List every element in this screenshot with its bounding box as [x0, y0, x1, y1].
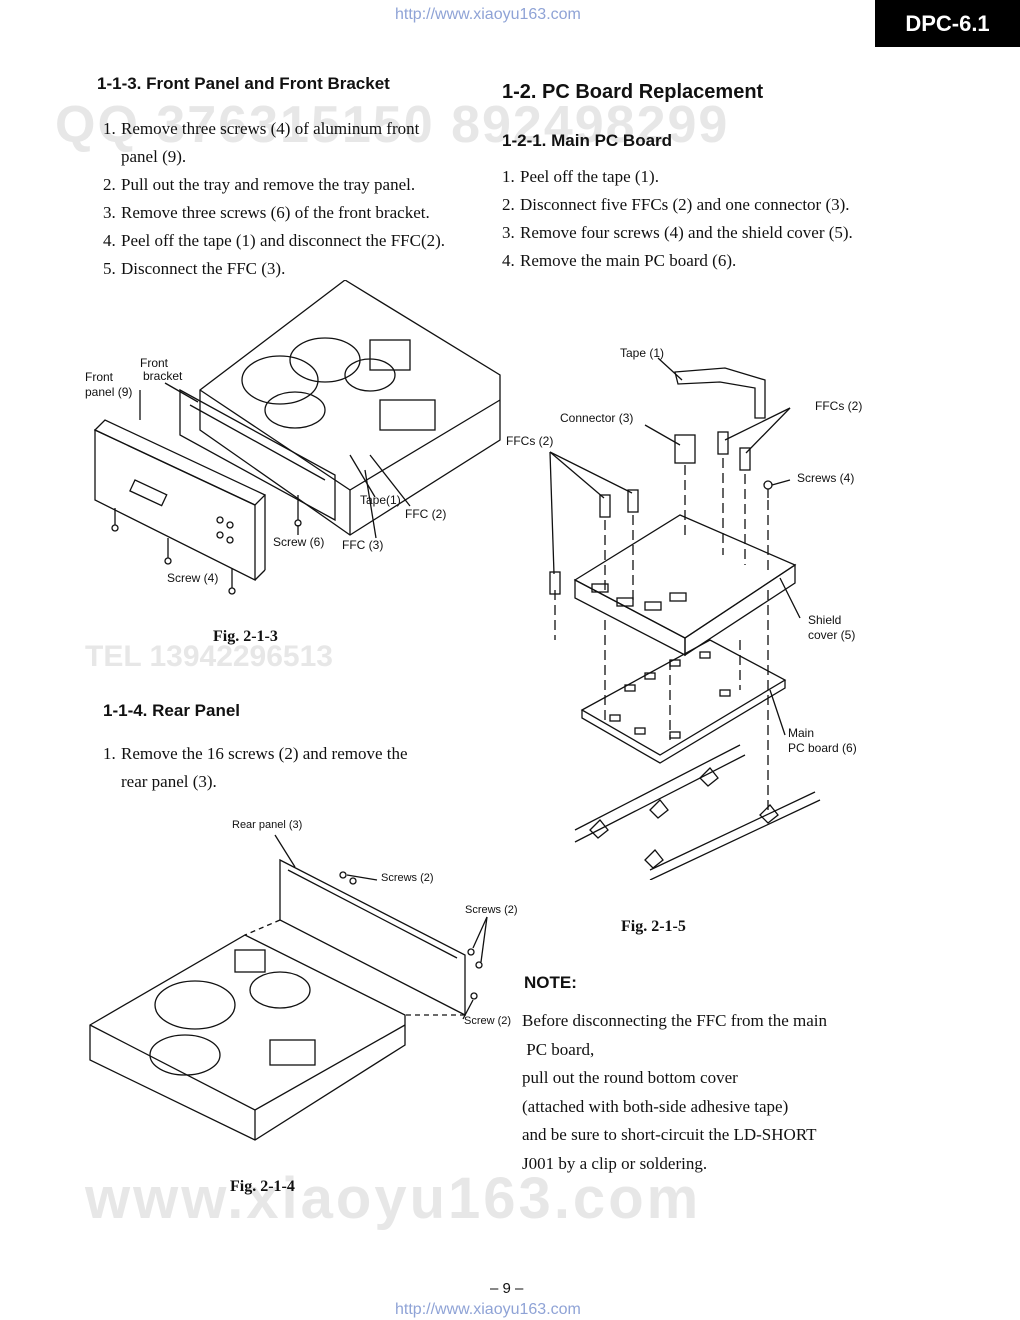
model-badge: DPC-6.1 — [875, 0, 1020, 47]
label-front-panel-2: panel (9) — [85, 385, 132, 399]
label-front-bracket-1: Front — [140, 356, 169, 370]
label-shield-2: cover (5) — [808, 628, 855, 642]
figure-main-pc-board-diagram: Tape (1) Connector (3) FFCs (2) FFCs (2)… — [506, 346, 862, 880]
watermark-qq: QQ 376315150 892498299 — [55, 96, 730, 154]
step-item-cont: rear panel (3). — [121, 772, 217, 791]
step-item: 2.Pull out the tray and remove the tray … — [103, 175, 416, 194]
note-line: PC board, — [522, 1039, 595, 1059]
label-screws-2a: Screws (2) — [381, 872, 434, 884]
note-line: Before disconnecting the FFC from the ma… — [522, 1011, 827, 1030]
label-ffc-3: FFC (3) — [342, 538, 383, 552]
step-item: 5.Disconnect the FFC (3). — [103, 259, 286, 278]
note-line: pull out the round bottom cover — [522, 1068, 738, 1087]
header-url[interactable]: http://www.xiaoyu163.com — [395, 6, 581, 23]
footer-url[interactable]: http://www.xiaoyu163.com — [395, 1301, 581, 1318]
label-tape: Tape(1) — [360, 493, 401, 507]
note-line: and be sure to short-circuit the LD-SHOR… — [522, 1125, 817, 1144]
steps-rear-panel: 1.Remove the 16 screws (2) and remove th… — [103, 740, 503, 796]
step-item-cont: panel (9). — [121, 147, 187, 166]
step-item: 2.Disconnect five FFCs (2) and one conne… — [502, 195, 850, 214]
note-body: Before disconnecting the FFC from the ma… — [522, 1007, 922, 1178]
section-title-pc-board: 1-2. PC Board Replacement — [502, 81, 764, 103]
watermark-site: www.xiaoyu163.com — [85, 1166, 702, 1231]
note-line: (attached with both-side adhesive tape) — [522, 1096, 789, 1116]
label-front-bracket-2: bracket — [143, 369, 183, 383]
section-title-main-pc-board: 1-2-1. Main PC Board — [502, 131, 673, 150]
steps-front-panel: 1.Remove three screws (4) of aluminum fr… — [103, 115, 498, 283]
label-screw-2c: Screw (2) — [464, 1015, 511, 1027]
section-title-front-panel: 1-1-3. Front Panel and Front Bracket — [97, 74, 390, 93]
step-item: 3.Remove four screws (4) and the shield … — [502, 223, 853, 242]
section-title-rear-panel: 1-1-4. Rear Panel — [103, 701, 241, 720]
label-main-2: PC board (6) — [788, 741, 857, 755]
label-front-panel-1: Front — [85, 370, 114, 384]
figure-rear-panel-diagram: Rear panel (3) Screws (2) Screws (2) Scr… — [89, 819, 518, 1141]
step-item: 1.Peel off the tape (1). — [502, 167, 659, 186]
page-number: – 9 – — [490, 1280, 524, 1297]
label-tape-1: Tape (1) — [620, 346, 664, 360]
note-title: NOTE: — [524, 973, 577, 992]
caption-fig-2-1-4: Fig. 2-1-4 — [230, 1178, 295, 1195]
label-screw-6: Screw (6) — [273, 535, 324, 549]
step-item: 3.Remove three screws (6) of the front b… — [103, 203, 430, 222]
watermark-tel: TEL 13942296513 — [85, 640, 333, 673]
figure-front-panel-diagram: Front panel (9) Front bracket Tape(1) FF… — [85, 280, 501, 595]
steps-main-pc-board: 1.Peel off the tape (1). 2.Disconnect fi… — [502, 163, 922, 275]
label-ffcs-2-right: FFCs (2) — [815, 399, 862, 413]
label-screws-4: Screws (4) — [797, 471, 854, 485]
label-ffc-2: FFC (2) — [405, 507, 446, 521]
step-item: 1.Remove the 16 screws (2) and remove th… — [103, 744, 408, 763]
label-screw-4: Screw (4) — [167, 571, 218, 585]
label-shield-1: Shield — [808, 613, 841, 627]
step-item: 4.Remove the main PC board (6). — [502, 251, 737, 270]
caption-fig-2-1-5: Fig. 2-1-5 — [621, 918, 686, 935]
note-line: J001 by a clip or soldering. — [522, 1153, 708, 1173]
label-ffcs-2-left: FFCs (2) — [506, 434, 553, 448]
step-item: 4.Peel off the tape (1) and disconnect t… — [103, 231, 446, 250]
label-rear-panel: Rear panel (3) — [232, 819, 302, 831]
step-item: 1.Remove three screws (4) of aluminum fr… — [103, 119, 420, 138]
label-main-1: Main — [788, 726, 814, 740]
label-screws-2b: Screws (2) — [465, 904, 518, 916]
label-connector-3: Connector (3) — [560, 411, 633, 425]
caption-fig-2-1-3: Fig. 2-1-3 — [213, 628, 278, 645]
